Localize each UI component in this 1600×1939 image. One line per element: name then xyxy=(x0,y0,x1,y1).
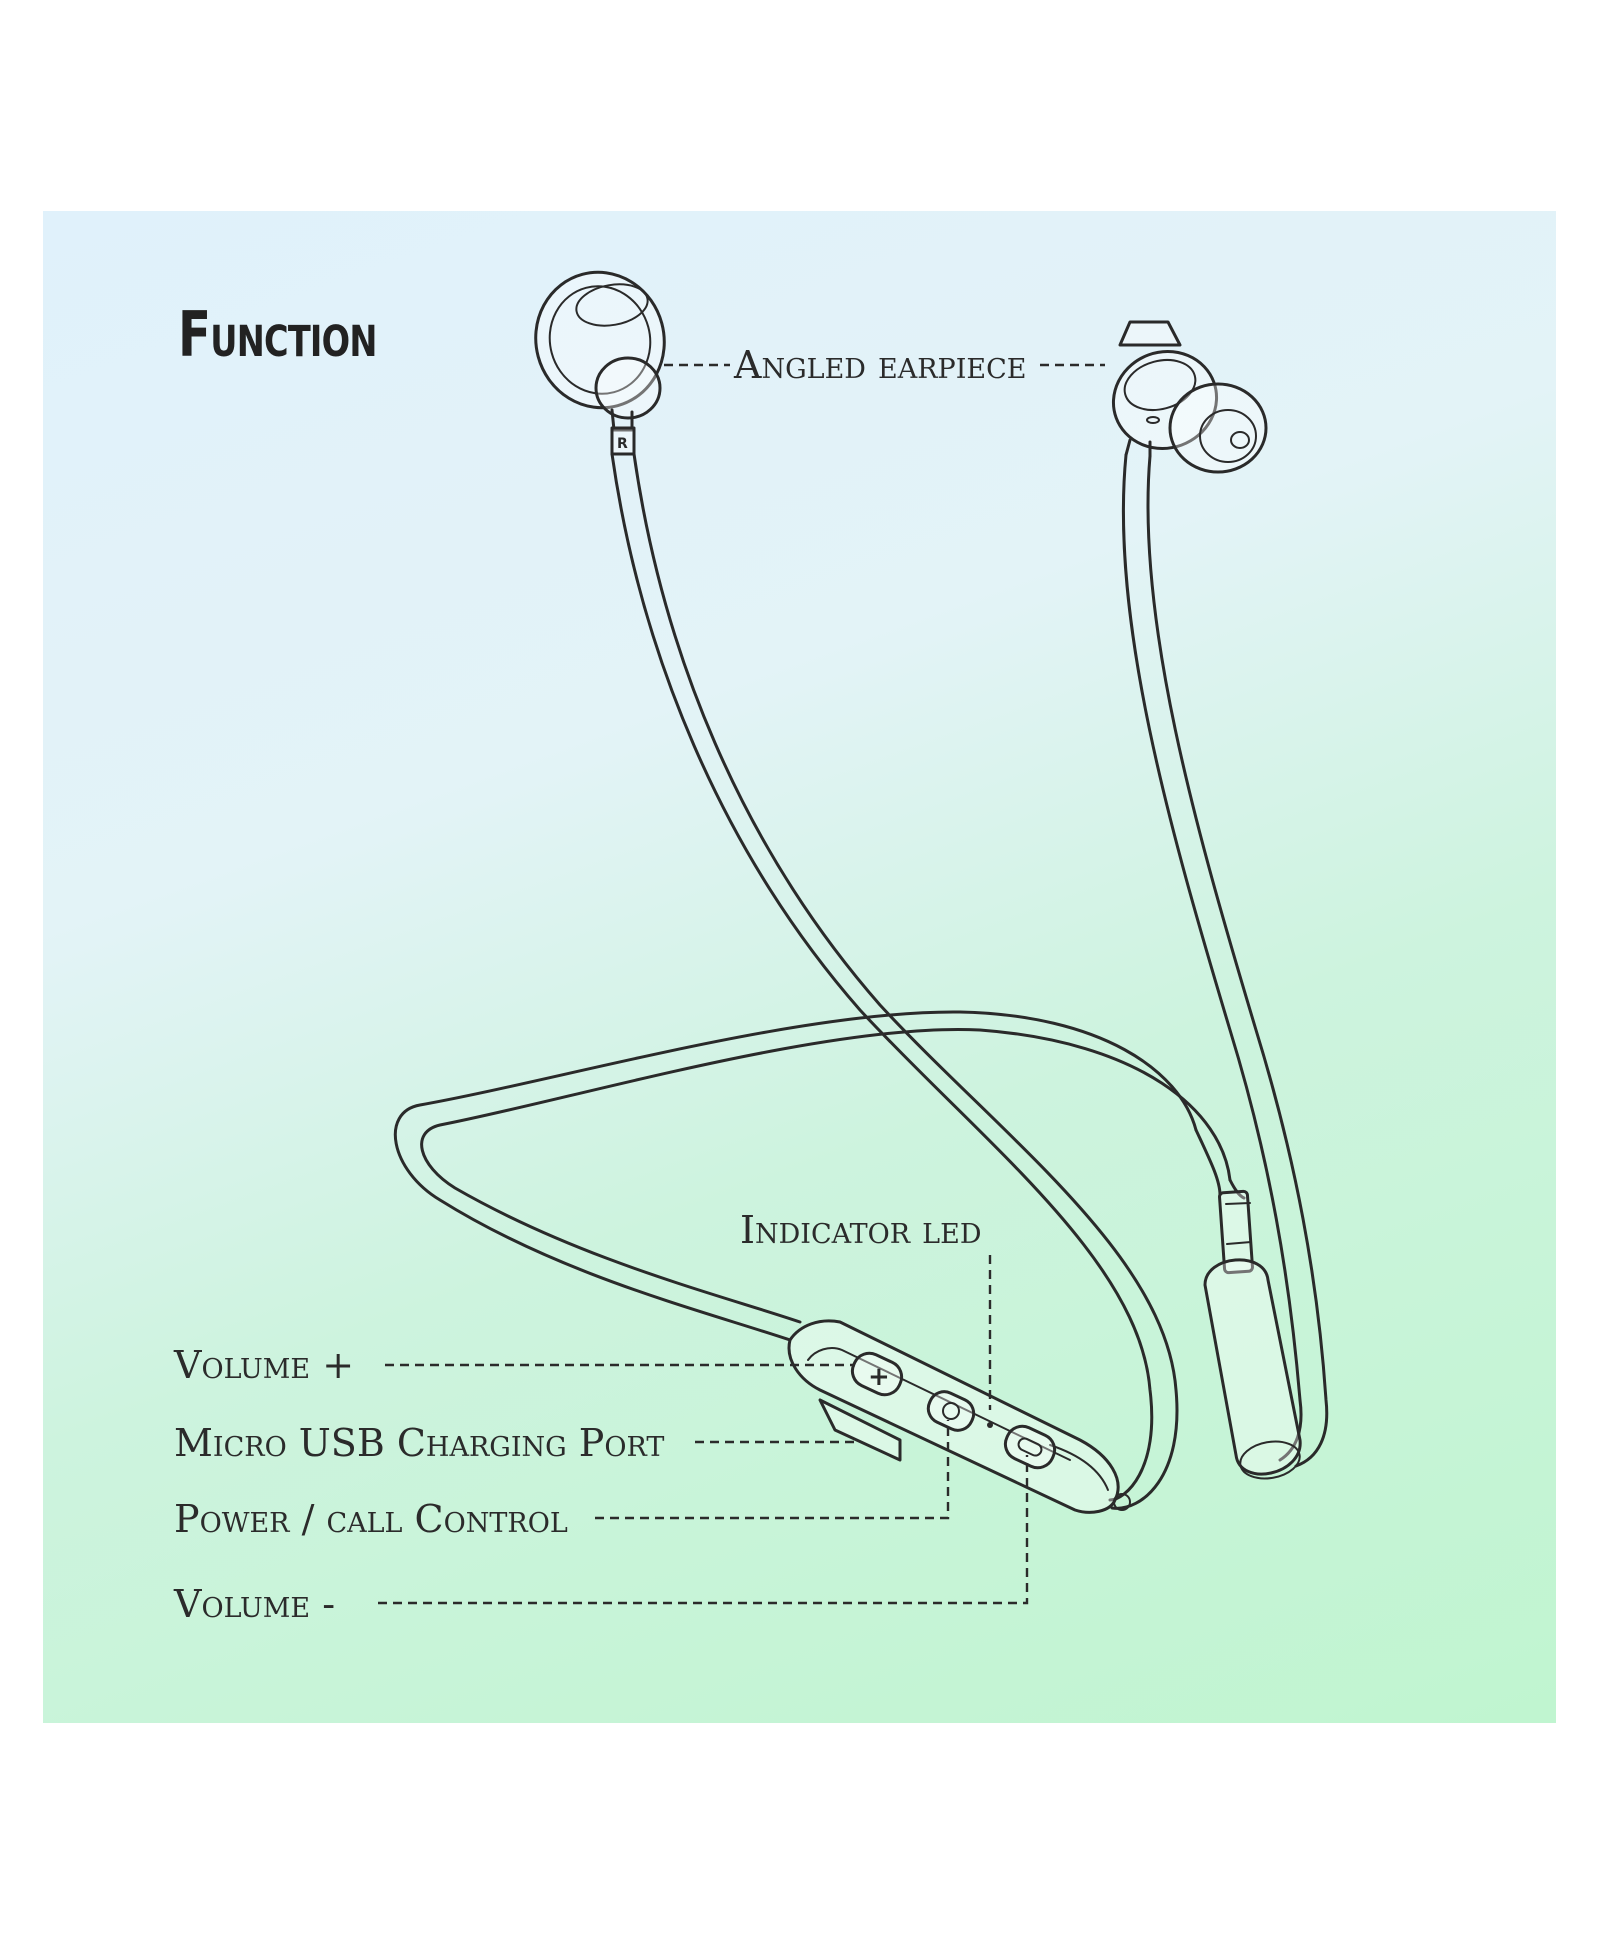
right-cable xyxy=(1121,453,1329,1468)
control-unit: + xyxy=(787,1319,1131,1514)
background-panel xyxy=(43,211,1556,1723)
leader-lines xyxy=(378,363,1105,1605)
leader-power-call xyxy=(595,1420,950,1520)
svg-text:+: + xyxy=(868,1362,890,1392)
label-volume-minus: Volume - xyxy=(174,1582,336,1626)
label-indicator-led: Indicator led xyxy=(740,1208,982,1252)
label-volume-plus: Volume + xyxy=(174,1343,355,1387)
left-earpiece: R xyxy=(534,270,666,456)
right-battery-pod xyxy=(1203,1258,1302,1480)
label-micro-usb: Micro USB Charging Port xyxy=(174,1421,665,1465)
label-power-call: Power / call Control xyxy=(174,1497,568,1541)
page-title: Function xyxy=(178,298,377,371)
right-side-mark: R xyxy=(617,436,628,452)
left-cable xyxy=(610,452,1179,1510)
label-angled-earpiece: Angled earpiece xyxy=(734,343,1027,387)
leader-volume-minus xyxy=(378,1455,1029,1605)
neckband xyxy=(393,1010,1254,1342)
right-earpiece xyxy=(1111,320,1268,474)
